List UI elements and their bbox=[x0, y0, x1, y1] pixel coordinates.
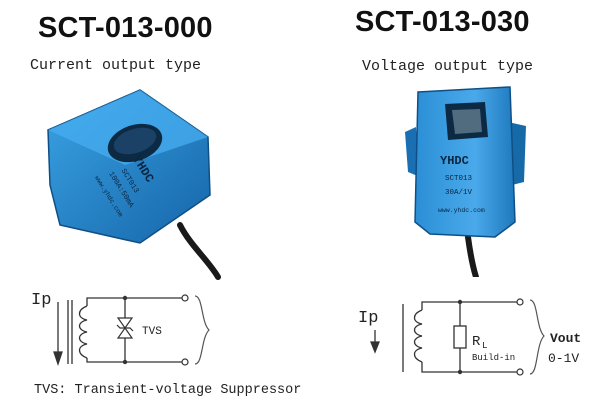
left-output-brace bbox=[194, 295, 210, 365]
left-model-title: SCT-013-000 bbox=[38, 12, 213, 44]
tvs-symbol bbox=[116, 317, 134, 339]
right-sensor-logo: YHDC bbox=[440, 154, 469, 168]
right-terminal-top bbox=[516, 298, 524, 306]
right-sensor-image: YHDC SCT013 30A/1V www.yhdc.com bbox=[405, 86, 526, 277]
left-coil bbox=[78, 305, 88, 359]
left-input-label: Ip bbox=[31, 291, 51, 310]
right-coil bbox=[413, 309, 423, 363]
right-sensor-cable bbox=[465, 234, 479, 277]
right-model-title: SCT-013-030 bbox=[355, 6, 530, 38]
vout-range: 0-1V bbox=[548, 351, 579, 366]
right-sensor-body bbox=[414, 86, 516, 238]
left-schematic: TVS Ip bbox=[31, 291, 210, 367]
right-type-label: Voltage output type bbox=[362, 58, 534, 75]
left-sensor-cable bbox=[177, 222, 221, 280]
left-footnote: TVS: Transient-voltage Suppressor bbox=[34, 383, 302, 398]
left-input-arrow-head bbox=[53, 351, 63, 367]
vout-label: Vout bbox=[550, 331, 581, 346]
resistor-note: Build-in bbox=[472, 353, 515, 363]
right-output-brace bbox=[529, 299, 545, 375]
resistor-label: R bbox=[472, 334, 481, 350]
left-terminal-bottom bbox=[181, 358, 189, 366]
right-schematic: R L Build-in Vout 0-1V Ip bbox=[358, 298, 581, 376]
right-sensor-website: www.yhdc.com bbox=[438, 207, 485, 214]
left-type-label: Current output type bbox=[30, 57, 202, 74]
left-terminal-top bbox=[181, 294, 189, 302]
right-input-label: Ip bbox=[358, 309, 378, 328]
resistor-subscript: L bbox=[482, 341, 487, 351]
right-sensor-rating-text: 30A/1V bbox=[445, 189, 473, 197]
right-sensor-model-text: SCT013 bbox=[445, 175, 473, 183]
left-sensor-image: YHDC SCT013 100A:50mA www.yhdc.com bbox=[47, 89, 221, 280]
tvs-label: TVS bbox=[142, 326, 162, 338]
right-terminal-bottom bbox=[516, 368, 524, 376]
load-resistor bbox=[453, 325, 467, 349]
